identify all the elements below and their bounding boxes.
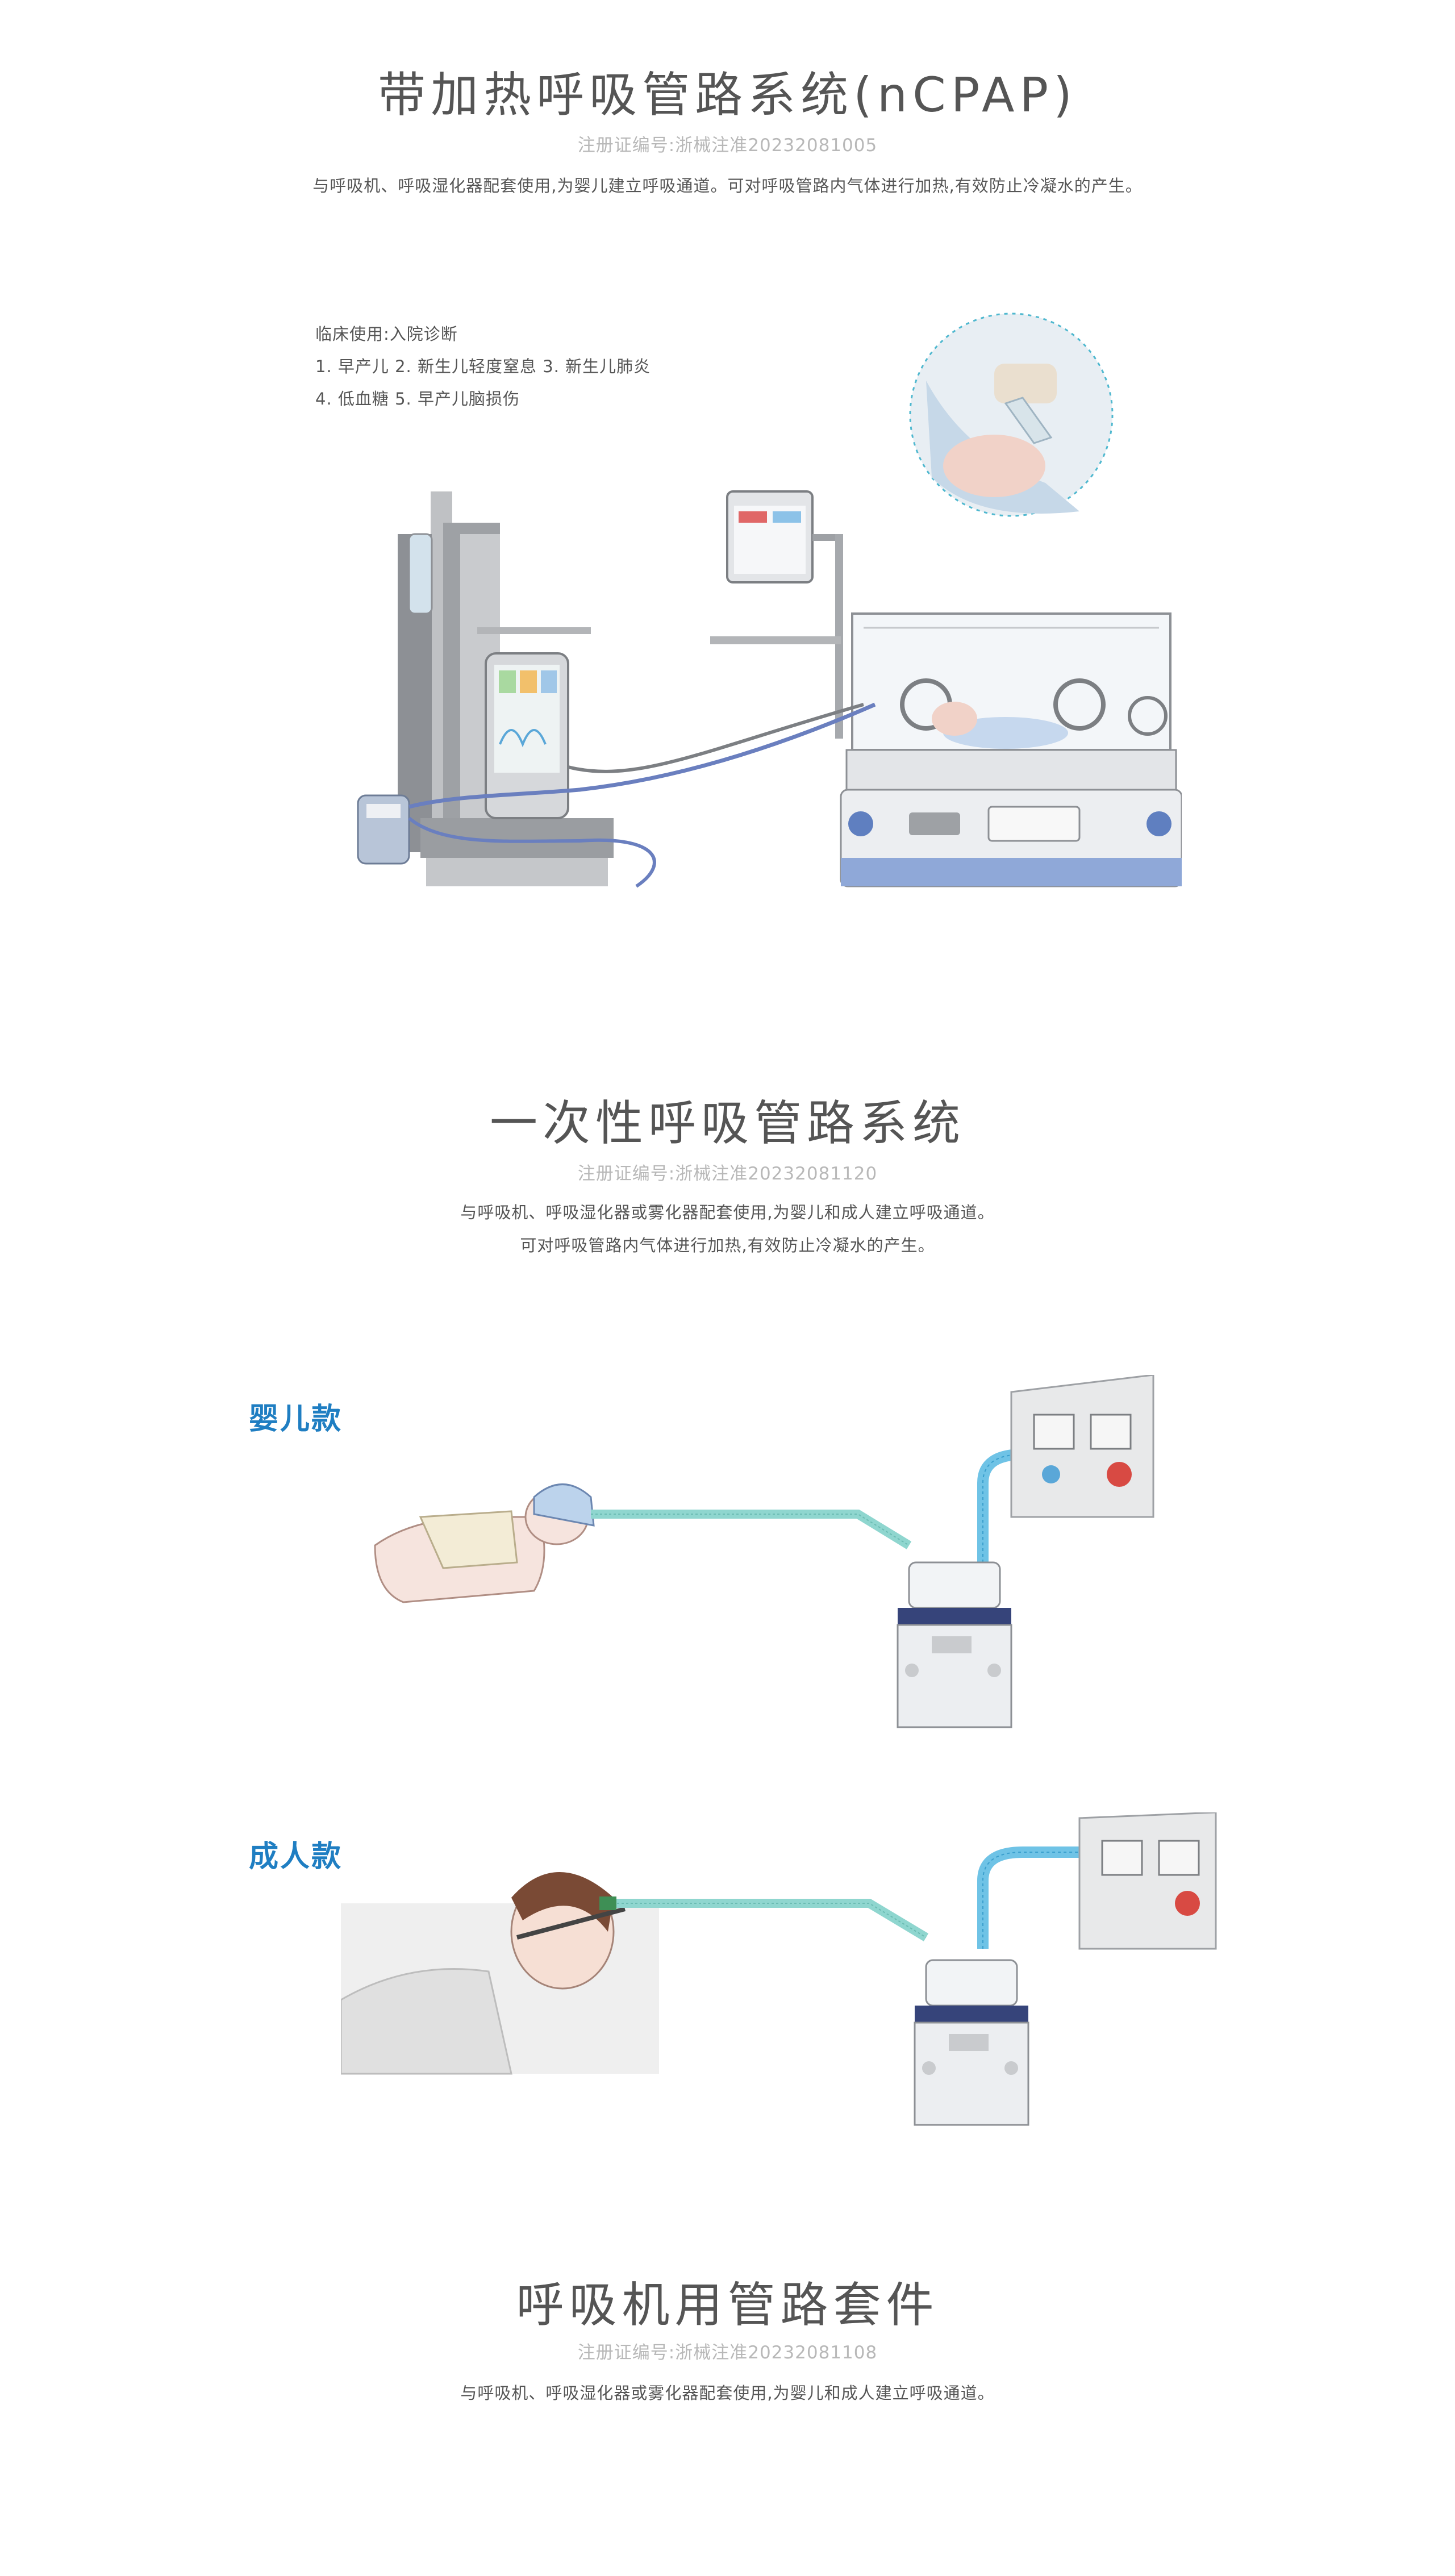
infant-circuit-illustration: [374, 1375, 1154, 1728]
ventilator-unit: [1010, 1375, 1154, 1518]
clinical-line-2: 4. 低血糖 5. 早产儿脑损伤: [315, 389, 520, 409]
ncpap-system-illustration: [357, 312, 1182, 888]
clinical-heading: 临床使用:入院诊断: [315, 324, 458, 344]
infant-incubator: [840, 612, 1182, 887]
ventilator-cart: [357, 491, 614, 886]
infant-patient: [374, 1483, 595, 1603]
adult-patient: [341, 1872, 659, 2075]
clinical-use-block: 临床使用:入院诊断 1. 早产儿 2. 新生儿轻度窒息 3. 新生儿肺炎 4. …: [315, 318, 651, 415]
section3-registration: 注册证编号:浙械注准20232081108: [577, 2342, 878, 2363]
section3-title: 呼吸机用管路套件: [516, 2277, 939, 2333]
clinical-line-1: 1. 早产儿 2. 新生儿轻度窒息 3. 新生儿肺炎: [315, 357, 651, 376]
section2-title: 一次性呼吸管路系统: [489, 1095, 965, 1151]
nasal-cannula-inset: [909, 312, 1114, 517]
ventilator-unit-adult: [1078, 1812, 1217, 1950]
adult-version-label: 成人款: [249, 1840, 343, 1874]
humidifier-unit: [897, 1561, 1012, 1728]
humidifier-unit-adult: [914, 1959, 1029, 2126]
section1-registration: 注册证编号:浙械注准20232081005: [577, 135, 878, 156]
adult-circuit-illustration: [341, 1812, 1217, 2126]
section2-description-1: 与呼吸机、呼吸湿化器或雾化器配套使用,为婴儿和成人建立呼吸通道。: [460, 1203, 995, 1222]
section1-title: 带加热呼吸管路系统(nCPAP): [378, 67, 1077, 123]
infant-version-label: 婴儿款: [249, 1402, 343, 1436]
section2-description-2: 可对呼吸管路内气体进行加热,有效防止冷凝水的产生。: [520, 1236, 935, 1255]
section2-registration: 注册证编号:浙械注准20232081120: [577, 1164, 878, 1184]
section1-description: 与呼吸机、呼吸湿化器配套使用,为婴儿建立呼吸通道。可对呼吸管路内气体进行加热,有…: [312, 176, 1143, 195]
incubator-monitor: [710, 490, 843, 739]
section3-description: 与呼吸机、呼吸湿化器或雾化器配套使用,为婴儿和成人建立呼吸通道。: [460, 2383, 995, 2403]
